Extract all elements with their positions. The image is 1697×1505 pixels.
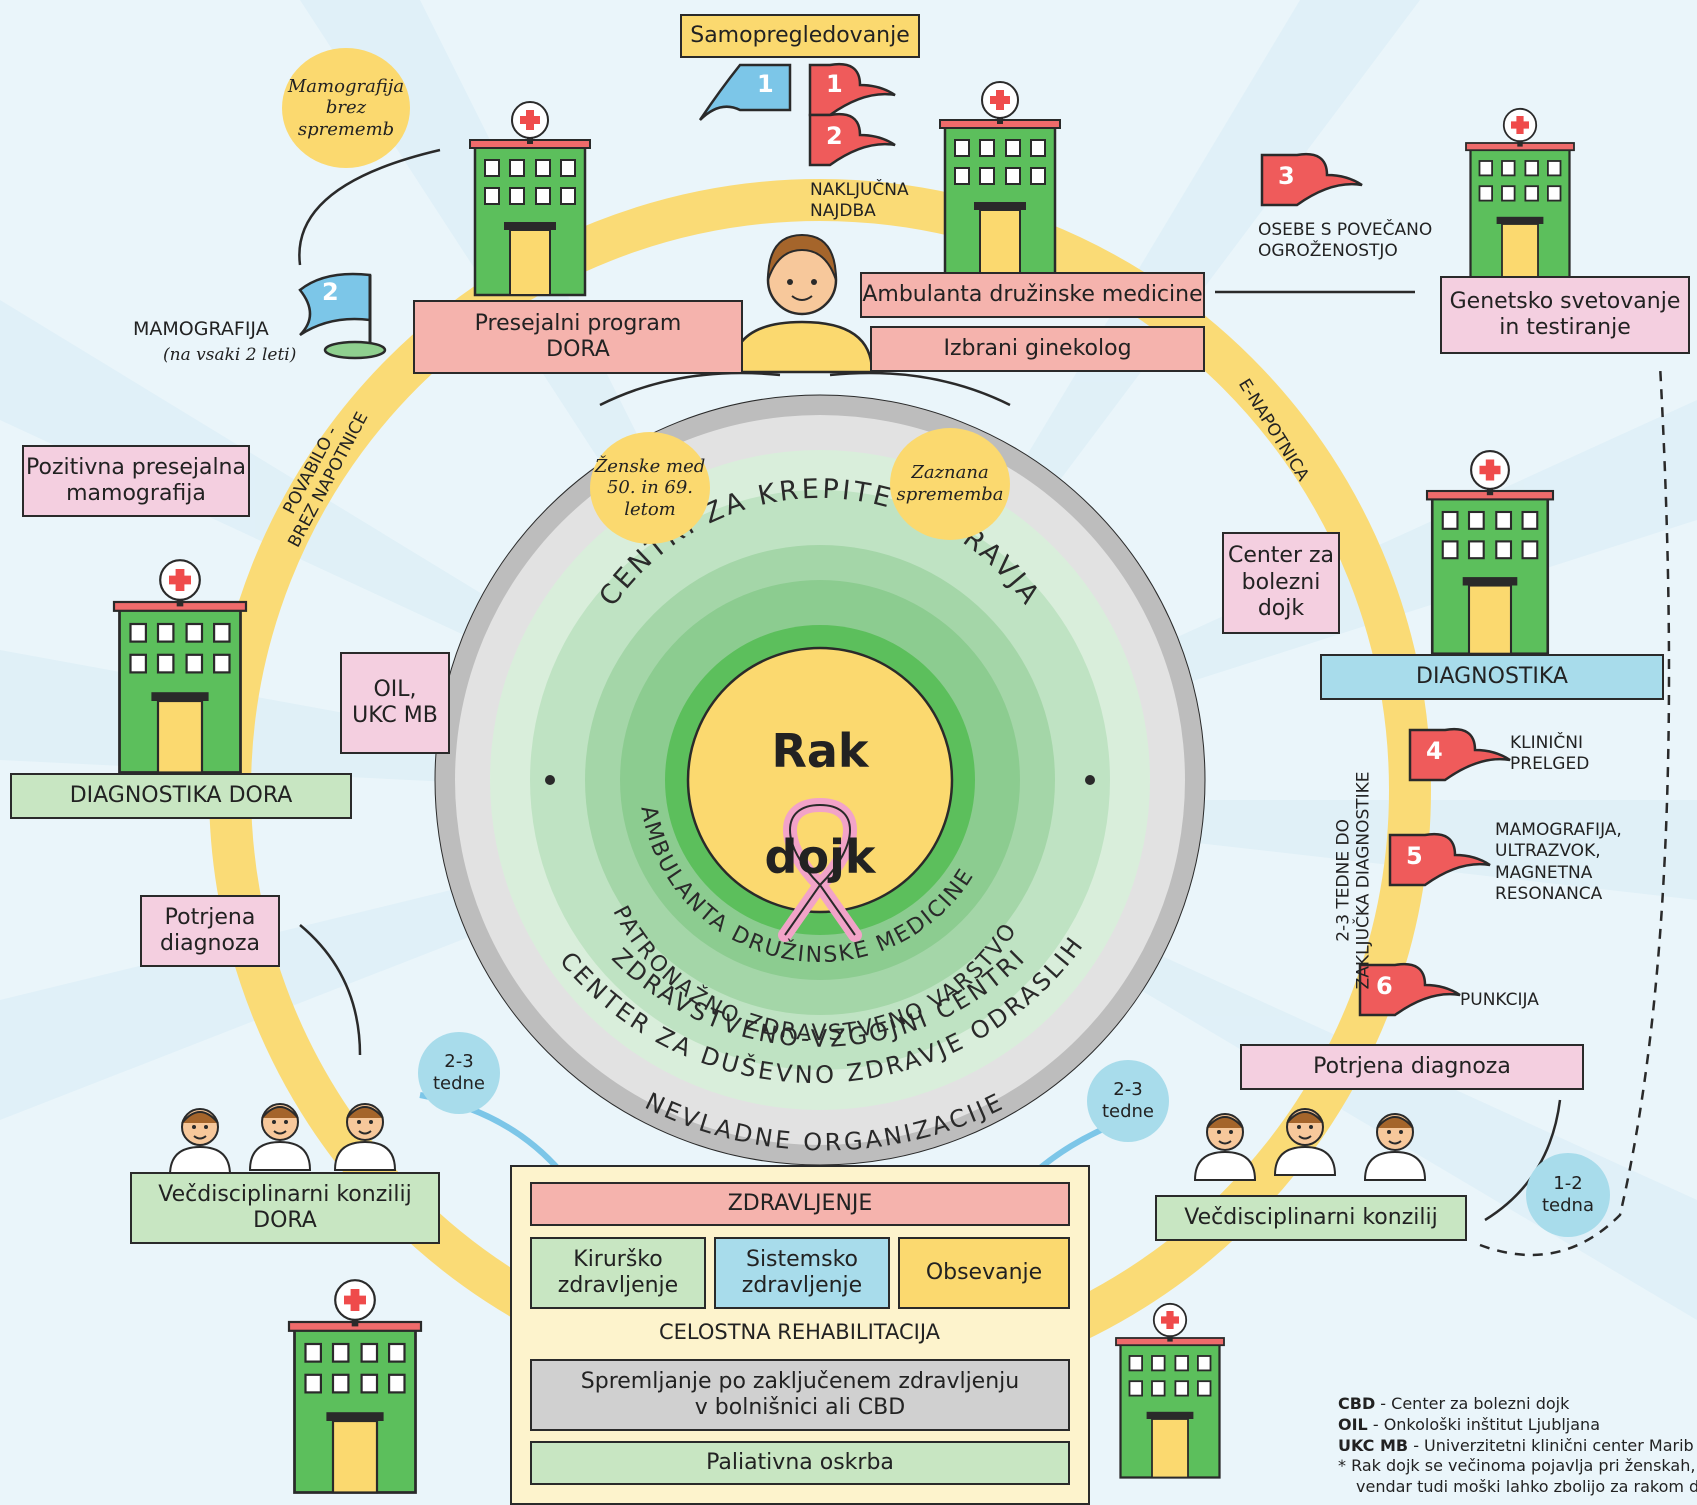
weeks-final-label: 2-3 TEDNE DO ZAKLJUČKA DIAGNOSTIKE	[1333, 771, 1374, 990]
legend-ukc-text: - Univerzitetni klinični center Marib	[1408, 1435, 1694, 1455]
increased-risk-label: OSEBE S POVEČANO OGROŽENOSTJO	[1258, 220, 1433, 262]
radiation-box: Obsevanje	[898, 1237, 1070, 1309]
flag-2-blue: 2	[322, 278, 339, 306]
legend-cbd-text: - Center za bolezni dojk	[1375, 1394, 1570, 1413]
dora-program-box: Presejalni program DORA	[413, 300, 743, 374]
imaging-label: MAMOGRAFIJA, ULTRAZVOK, MAGNETNA RESONAN…	[1495, 820, 1622, 904]
svg-text:AMBULANTA DRUŽINSKE MEDICINE: AMBULANTA DRUŽINSKE MEDICINE	[635, 804, 979, 968]
flag-1-blue: 1	[757, 70, 774, 98]
flag-5: 5	[1406, 842, 1423, 870]
clinical-exam-label: KLINIČNI PRELGED	[1510, 733, 1590, 775]
left-confirmed-box: Potrjena diagnoza	[140, 895, 280, 967]
center-title: Rak dojk	[720, 672, 920, 936]
legend-oil-abbr: OIL	[1338, 1414, 1368, 1434]
mammo-no-change-bubble: Mamografija brez sprememb	[282, 48, 410, 168]
right-confirmed-box: Potrjena diagnoza	[1240, 1044, 1584, 1090]
flag-4: 4	[1426, 737, 1443, 765]
weeks-1-2-bubble: 1-2 tedna	[1526, 1153, 1610, 1237]
palliative-box: Paliativna oskrba	[530, 1441, 1070, 1485]
mammography-note: (na vsaki 2 leti)	[163, 345, 297, 365]
flag-2-red: 2	[826, 122, 843, 150]
self-exam-box: Samopregledovanje	[680, 14, 920, 58]
legend-oil-text: - Onkološki inštitut Ljubljana	[1367, 1414, 1600, 1434]
positive-screening-box: Pozitivna presejalna mamografija	[22, 445, 250, 517]
diag-dora-box: DIAGNOSTIKA DORA	[10, 773, 352, 819]
genetic-testing-box: Genetsko svetovanje in testiranje	[1440, 276, 1690, 354]
puncture-label: PUNKCIJA	[1460, 990, 1539, 1010]
woman-avatar-icon	[730, 233, 874, 374]
gynecologist-box: Izbrani ginekolog	[870, 326, 1205, 372]
family-medicine-box: Ambulanta družinske medicine	[860, 272, 1205, 318]
legend: CBD - Center za bolezni dojk OIL - Onkol…	[1338, 1394, 1697, 1498]
systemic-box: Sistemsko zdravljenje	[714, 1237, 890, 1309]
pink-ribbon-icon	[778, 797, 862, 942]
mammography-label: MAMOGRAFIJA	[133, 318, 269, 340]
svg-text:NEVLADNE ORGANIZACIJE: NEVLADNE ORGANIZACIJE	[641, 1087, 1009, 1156]
ring-label-outer: NEVLADNE ORGANIZACIJE	[641, 1087, 1006, 1156]
right-weeks-bubble: 2-3 tedne	[1087, 1060, 1169, 1142]
treatment-panel: ZDRAVLJENJE Kirurško zdravljenje Sistems…	[510, 1165, 1090, 1505]
flag-6: 6	[1376, 972, 1393, 1000]
center-title-line1: Rak	[771, 723, 869, 778]
ring-label-5: AMBULANTA DRUŽINSKE MEDICINE	[635, 804, 977, 968]
legend-cbd-abbr: CBD	[1338, 1394, 1376, 1413]
legend-note1: * Rak dojk se večinoma pojavlja pri žens…	[1338, 1456, 1696, 1476]
council-dora-box: Večdisciplinarni konzilij DORA	[130, 1172, 440, 1244]
treatment-header: ZDRAVLJENJE	[530, 1182, 1070, 1226]
left-weeks-bubble: 2-3 tedne	[418, 1032, 500, 1114]
followup-box: Spremljanje po zaključenem zdravljenju v…	[530, 1359, 1070, 1431]
surgery-box: Kirurško zdravljenje	[530, 1237, 706, 1309]
center-breast-box: Center za bolezni dojk	[1222, 532, 1340, 634]
flag-icons	[298, 62, 1511, 1017]
center-title-line2: dojk	[764, 829, 876, 884]
flag-3: 3	[1278, 162, 1295, 190]
legend-ukc-abbr: UKC MB	[1338, 1435, 1409, 1455]
diagnostics-box: DIAGNOSTIKA	[1320, 654, 1664, 700]
women-age-bubble: Ženske med 50. in 69. letom	[590, 432, 710, 544]
council-box: Večdisciplinarni konzilij	[1155, 1195, 1467, 1241]
change-detected-bubble: Zaznana sprememba	[890, 428, 1010, 540]
flag-1-red: 1	[826, 70, 843, 98]
oil-ukc-box: OIL, UKC MB	[340, 652, 450, 754]
rehab-label: CELOSTNA REHABILITACIJA	[658, 1320, 941, 1344]
legend-note2: vendar tudi moški lahko zbolijo za rakom…	[1356, 1477, 1697, 1497]
incidental-finding-label: NAKLJUČNA NAJDBA	[810, 180, 909, 222]
